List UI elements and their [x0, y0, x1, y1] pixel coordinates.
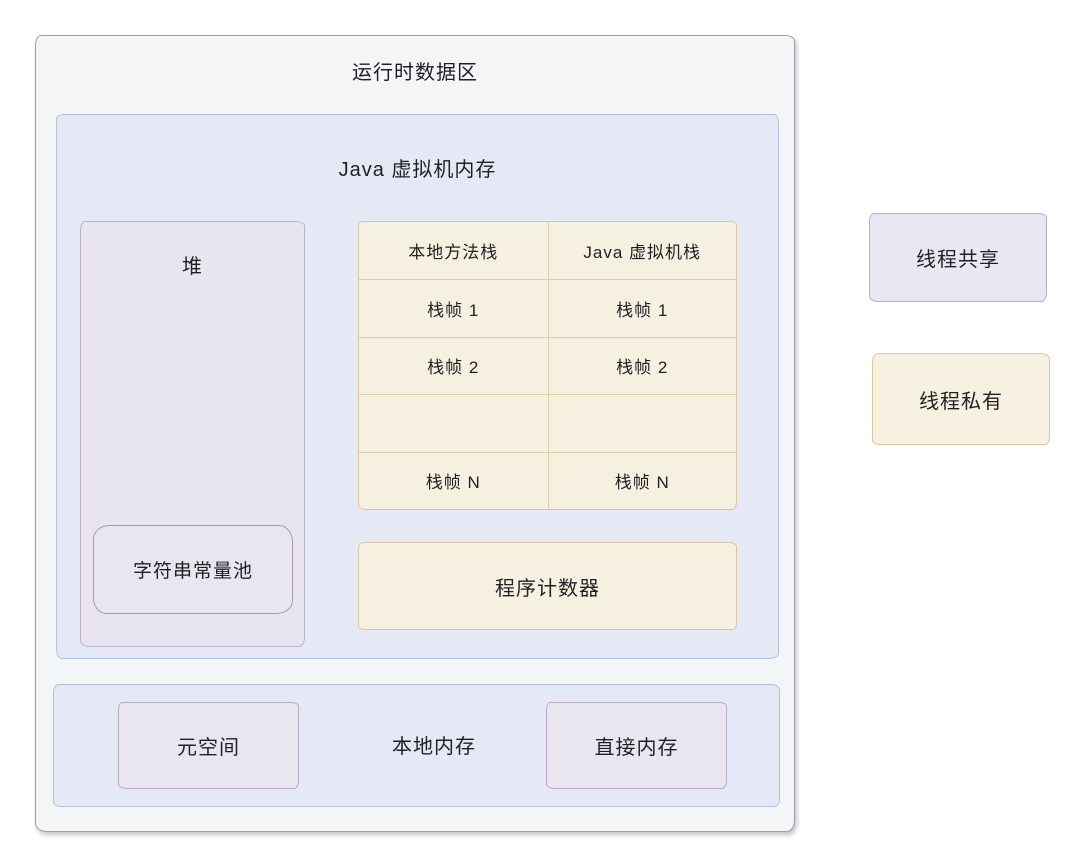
native-memory-box: 元空间 本地内存 直接内存 — [53, 684, 780, 807]
jvm-memory-box: Java 虚拟机内存 堆 字符串常量池 本地方法栈 Java 虚拟机栈 栈帧 1… — [56, 114, 779, 659]
legend-thread-shared: 线程共享 — [869, 213, 1047, 302]
jvm-stack-header: Java 虚拟机栈 — [547, 222, 737, 280]
stack-frame-cell: 栈帧 1 — [547, 279, 736, 337]
legend-thread-shared-label: 线程共享 — [916, 249, 1000, 271]
heap-box: 堆 字符串常量池 — [80, 221, 305, 647]
program-counter-box: 程序计数器 — [358, 542, 737, 630]
string-constant-pool-box: 字符串常量池 — [93, 525, 293, 614]
program-counter-label: 程序计数器 — [495, 577, 600, 600]
stack-frame-cell-empty — [359, 394, 548, 451]
native-memory-label: 本地内存 — [392, 736, 476, 758]
stack-frame-cell: 栈帧 2 — [547, 336, 736, 395]
string-constant-pool-label: 字符串常量池 — [132, 561, 253, 582]
stack-frame-cell: 栈帧 1 — [359, 279, 548, 336]
jvm-memory-title: Java 虚拟机内存 — [338, 159, 497, 181]
legend-thread-private: 线程私有 — [872, 353, 1050, 445]
stack-frame-cell: 栈帧 N — [359, 451, 548, 509]
native-method-stack-header: 本地方法栈 — [408, 243, 499, 263]
stack-frame-cell-empty — [547, 394, 736, 452]
direct-memory-label: 直接内存 — [594, 737, 679, 759]
legend-thread-private-label: 线程私有 — [919, 390, 1003, 413]
runtime-data-area-box: 运行时数据区 Java 虚拟机内存 堆 字符串常量池 本地方法栈 Java 虚拟… — [35, 35, 795, 832]
heap-title: 堆 — [182, 256, 203, 278]
metaspace-box: 元空间 — [118, 702, 299, 789]
stack-frame-cell: 栈帧 2 — [359, 336, 548, 394]
metaspace-label: 元空间 — [177, 737, 240, 759]
stack-frame-cell: 栈帧 N — [547, 451, 736, 509]
direct-memory-box: 直接内存 — [546, 702, 727, 789]
stacks-table: 本地方法栈 Java 虚拟机栈 栈帧 1 栈帧 1 栈帧 2 栈帧 2 栈帧 N… — [358, 221, 737, 510]
runtime-data-area-title: 运行时数据区 — [352, 62, 478, 84]
